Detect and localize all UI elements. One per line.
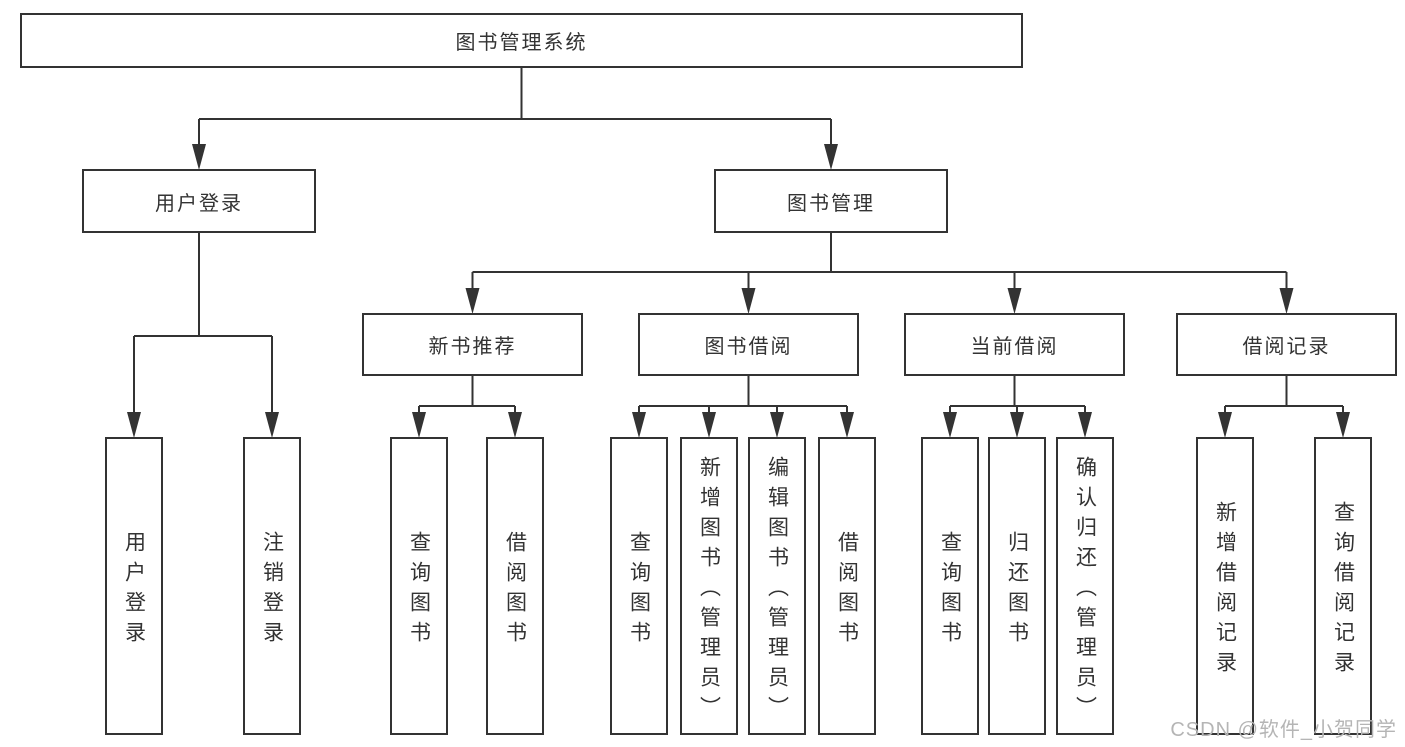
node-new-books: 新书推荐 [362, 313, 583, 376]
leaf-borrow-add: 新增图书（管理员） [680, 437, 738, 735]
leaf-current-query: 查询图书 [921, 437, 979, 735]
leaf-logout-label: 注销登录 [260, 530, 284, 651]
node-borrow-records: 借阅记录 [1176, 313, 1397, 376]
leaf-newbooks-query-label: 查询图书 [407, 530, 431, 651]
connector-new-books [412, 376, 522, 438]
node-borrow-records-label: 借阅记录 [1242, 336, 1331, 358]
leaf-borrow-edit-label: 编辑图书（管理员） [765, 455, 789, 726]
leaf-records-query: 查询借阅记录 [1314, 437, 1372, 735]
connector-current-borrow [943, 376, 1092, 438]
leaf-current-confirm-label: 确认归还（管理员） [1073, 455, 1097, 726]
leaf-records-add-label: 新增借阅记录 [1213, 500, 1237, 681]
connector-borrow-records [1218, 376, 1350, 438]
leaf-borrow-edit: 编辑图书（管理员） [748, 437, 806, 735]
leaf-records-query-label: 查询借阅记录 [1331, 500, 1355, 681]
leaf-borrow-query: 查询图书 [610, 437, 668, 735]
connector-user-login [127, 233, 279, 438]
connector-book-borrow [632, 376, 854, 438]
connector-root [192, 68, 838, 170]
leaf-current-return: 归还图书 [988, 437, 1046, 735]
leaf-logout: 注销登录 [243, 437, 301, 735]
node-user-login: 用户登录 [82, 169, 316, 233]
leaf-borrow-query-label: 查询图书 [627, 530, 651, 651]
node-book-mgmt: 图书管理 [714, 169, 948, 233]
leaf-current-confirm: 确认归还（管理员） [1056, 437, 1114, 735]
node-book-borrow: 图书借阅 [638, 313, 859, 376]
leaf-newbooks-borrow: 借阅图书 [486, 437, 544, 735]
node-root: 图书管理系统 [20, 13, 1023, 68]
csdn-watermark: CSDN @软件_小贺同学 [1170, 719, 1397, 741]
leaf-current-query-label: 查询图书 [938, 530, 962, 651]
leaf-borrow-book-label: 借阅图书 [835, 530, 859, 651]
node-current-borrow-label: 当前借阅 [970, 336, 1059, 358]
leaf-user-login: 用户登录 [105, 437, 163, 735]
leaf-current-return-label: 归还图书 [1005, 530, 1029, 651]
node-book-mgmt-label: 图书管理 [787, 192, 875, 215]
connector-book-mgmt [465, 233, 1294, 314]
leaf-records-add: 新增借阅记录 [1196, 437, 1254, 735]
leaf-user-login-label: 用户登录 [122, 530, 146, 651]
leaf-borrow-add-label: 新增图书（管理员） [697, 455, 721, 726]
leaf-newbooks-borrow-label: 借阅图书 [503, 530, 527, 651]
leaf-newbooks-query: 查询图书 [390, 437, 448, 735]
node-new-books-label: 新书推荐 [428, 336, 517, 358]
leaf-borrow-book: 借阅图书 [818, 437, 876, 735]
node-root-label: 图书管理系统 [455, 32, 588, 54]
node-current-borrow: 当前借阅 [904, 313, 1125, 376]
node-book-borrow-label: 图书借阅 [704, 336, 793, 358]
node-user-login-label: 用户登录 [155, 192, 243, 215]
